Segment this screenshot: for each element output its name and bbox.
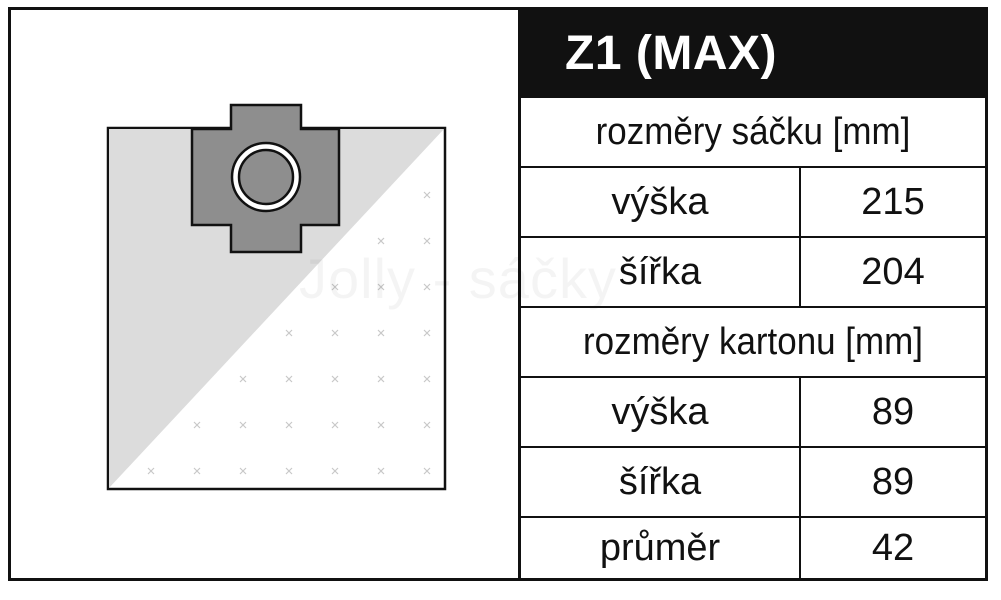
texture-dot [423,421,431,429]
texture-dot [331,375,339,383]
carton-diameter-value: 42 [871,526,915,569]
texture-dot [423,237,431,245]
carton-width-label: šířka [521,448,801,516]
carton-diameter-label: průměr [521,518,801,578]
carton-width-value: 89 [871,460,915,503]
bag-height-value: 215 [861,180,925,223]
table-row: šířka 89 [521,448,985,518]
panel-divider [518,10,521,578]
collar-opening [237,148,295,206]
texture-dot [285,329,293,337]
bag-width-label: šířka [521,238,801,306]
texture-dot [423,283,431,291]
watermark-text: Jolly - sáčky [299,246,617,311]
texture-dot [423,467,431,475]
product-title: Z1 (MAX) [565,27,777,80]
texture-dot [377,467,385,475]
texture-dot [193,467,201,475]
carton-dimensions-heading-row: rozměry kartonu [mm] [521,308,985,378]
texture-dot [331,329,339,337]
bag-texture [147,191,431,475]
texture-dot [239,467,247,475]
texture-dot [285,467,293,475]
texture-dot [239,375,247,383]
texture-dot [331,283,339,291]
product-card: Jolly - sáčky Z1 (MAX) rozměry sáčku [mm… [8,7,988,581]
texture-dot [331,421,339,429]
title-bar: Z1 (MAX) [521,10,985,98]
texture-dot [193,421,201,429]
bag-illustration-panel [11,10,518,578]
texture-dot [377,329,385,337]
texture-dot [423,375,431,383]
texture-dot [377,283,385,291]
texture-dot [239,421,247,429]
table-row: průměr 42 [521,518,985,578]
table-row: výška 89 [521,378,985,448]
texture-dot [285,375,293,383]
texture-dot [331,467,339,475]
texture-dot [423,191,431,199]
spec-table: Z1 (MAX) rozměry sáčku [mm] výška 215 ší… [521,10,985,578]
texture-dot [147,467,155,475]
carton-height-value: 89 [871,390,915,433]
carton-dimensions-heading: rozměry kartonu [mm] [583,320,923,363]
bag-width-value: 204 [861,250,925,293]
texture-dot [423,329,431,337]
vacuum-bag-illustration [106,103,447,491]
bag-dimensions-heading: rozměry sáčku [mm] [595,110,911,153]
texture-dot [377,375,385,383]
texture-dot [285,421,293,429]
bag-dimensions-heading-row: rozměry sáčku [mm] [521,98,985,168]
texture-dot [377,237,385,245]
table-row: šířka 204 [521,238,985,308]
table-row: výška 215 [521,168,985,238]
carton-height-label: výška [521,378,801,446]
bag-height-label: výška [521,168,801,236]
texture-dot [377,421,385,429]
